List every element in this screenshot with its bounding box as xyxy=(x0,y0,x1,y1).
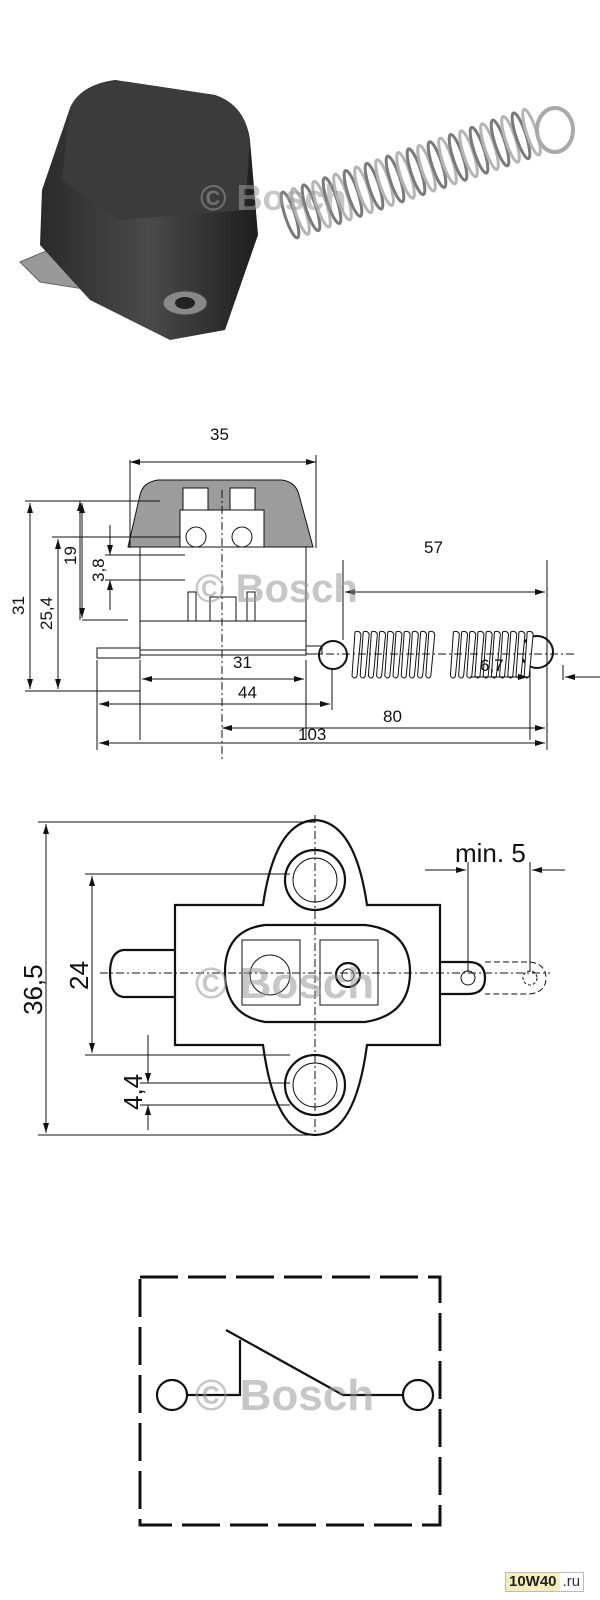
dim-44: 44 xyxy=(238,683,257,702)
spring-coil xyxy=(500,115,521,164)
dim-35: 35 xyxy=(210,425,229,444)
side-view-drawing: 35 31 25,4 19 3,8 57 31 44 6,7 80 103 xyxy=(9,425,600,760)
dim-36-5: 36,5 xyxy=(18,964,48,1015)
spring-coil xyxy=(489,118,511,168)
spring-coil xyxy=(408,630,419,679)
spring-coil xyxy=(523,630,534,679)
spring-coil xyxy=(417,630,428,679)
spring-coil xyxy=(395,151,416,200)
spring-coil xyxy=(405,147,427,197)
spring-coil xyxy=(466,630,477,679)
switch-schematic xyxy=(138,1275,442,1527)
watermark-schematic: © Bosch xyxy=(195,1371,374,1420)
dim-6-7: 6,7 xyxy=(480,656,504,675)
spring-coil xyxy=(353,165,374,215)
watermark-photo: © Bosch xyxy=(200,177,347,218)
watermark-top: © Bosch xyxy=(195,959,374,1008)
spring-photo xyxy=(279,107,542,240)
spring-coil xyxy=(479,122,500,171)
site-logo[interactable]: 10W40 .ru xyxy=(505,1572,585,1592)
dim-31-base: 31 xyxy=(233,653,252,672)
dim-80: 80 xyxy=(383,707,402,726)
spring-coil xyxy=(425,630,436,679)
dim-min-5: min. 5 xyxy=(455,838,526,868)
spring-coil xyxy=(376,630,387,679)
dim-19: 19 xyxy=(61,546,80,565)
top-view-drawing: 36,5 24 4,4 min. 5 xyxy=(18,815,565,1137)
spring-coil xyxy=(392,630,403,679)
dim-31-height: 31 xyxy=(9,596,28,615)
spring-drawing xyxy=(351,630,534,679)
dim-3-8: 3,8 xyxy=(89,558,108,582)
spring-coil xyxy=(351,630,362,679)
spring-coil xyxy=(374,158,395,207)
spring-coil xyxy=(400,630,411,679)
spring-coil xyxy=(426,140,448,189)
spring-coil xyxy=(458,129,479,179)
spring-coil xyxy=(449,630,460,679)
dim-103: 103 xyxy=(298,725,326,744)
dim-25-4: 25,4 xyxy=(37,597,56,630)
spring-coil xyxy=(447,133,469,182)
dim-24: 24 xyxy=(64,961,94,990)
logo-suffix: .ru xyxy=(559,1573,584,1591)
spring-coil xyxy=(507,630,518,679)
spring-coil xyxy=(458,630,469,679)
spring-coil xyxy=(416,143,437,193)
watermark-side: © Bosch xyxy=(195,567,358,611)
logo-main: 10W40 xyxy=(506,1573,560,1591)
dim-4-4: 4,4 xyxy=(118,1074,148,1110)
spring-coil xyxy=(363,161,385,211)
spring-coil xyxy=(384,154,406,204)
spring-coil xyxy=(468,125,490,175)
dim-57: 57 xyxy=(424,538,443,557)
spring-coil xyxy=(384,630,395,679)
spring-coil xyxy=(515,630,526,679)
spring-coil xyxy=(367,630,378,679)
spring-coil xyxy=(437,136,458,186)
product-photo xyxy=(19,80,575,340)
spring-coil xyxy=(510,111,532,161)
spring-coil xyxy=(359,630,370,679)
